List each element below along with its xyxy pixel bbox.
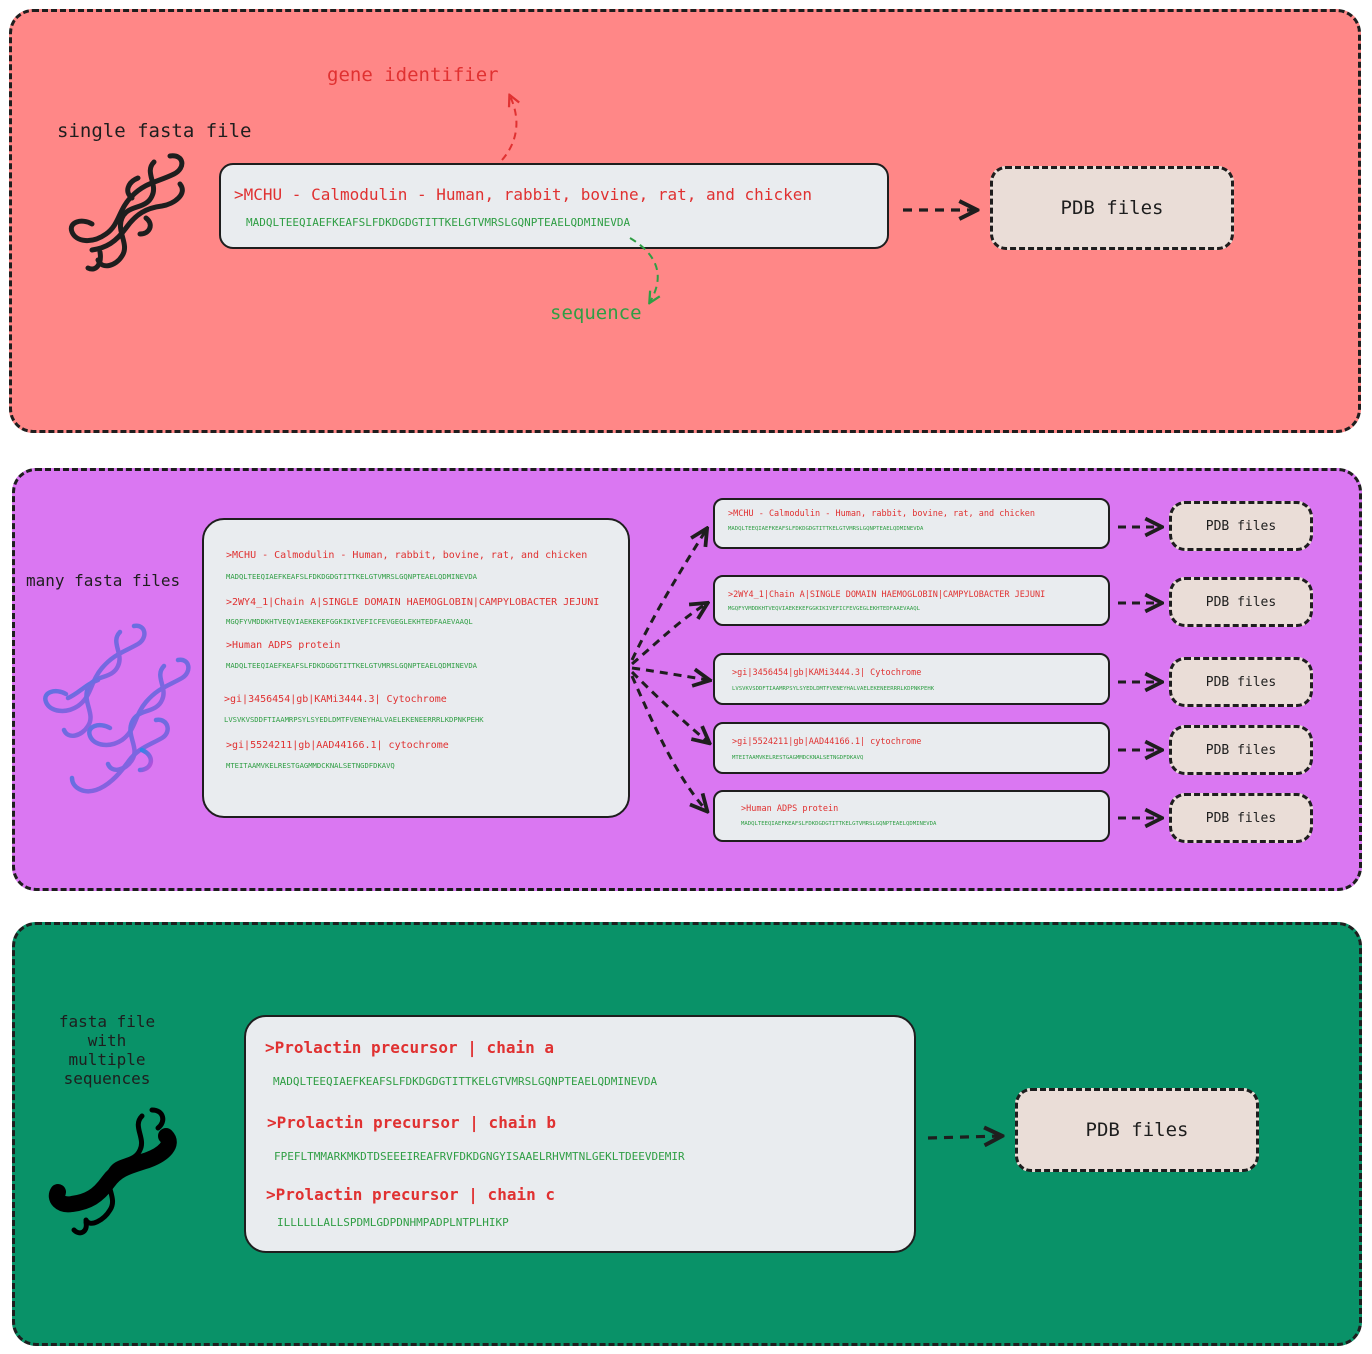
dna-helix-icon	[68, 153, 185, 272]
fasta-sequence: MGQFYVMDDKHTVEQVIAEKEKEFGGKIKIVEFICFEVGE…	[728, 606, 920, 612]
pdb-files-split: PDB files	[1169, 657, 1313, 707]
fasta-header: >gi|5524211|gb|AAD44166.1| cytochrome	[226, 740, 449, 751]
pdb-files-split: PDB files	[1169, 501, 1313, 551]
single-fasta-title: single fasta file	[57, 120, 252, 142]
many-fasta-title: many fasta files	[26, 571, 181, 590]
fasta-header: >MCHU - Calmodulin - Human, rabbit, bovi…	[226, 550, 588, 561]
fasta-header: >Human ADPS protein	[741, 804, 839, 814]
pdb-files-label: PDB files	[1205, 810, 1277, 826]
fasta-header: >gi|3456454|gb|KAMi3444.3| Cytochrome	[732, 668, 922, 678]
fasta-header: >gi|3456454|gb|KAMi3444.3| Cytochrome	[224, 694, 447, 705]
multi-sequence-box: >Prolactin precursor | chain a MADQLTEEQ…	[244, 1015, 916, 1253]
split-fasta-box: >2WY4_1|Chain A|SINGLE DOMAIN HAEMOGLOBI…	[713, 575, 1110, 626]
fasta-header: >MCHU - Calmodulin - Human, rabbit, bovi…	[234, 185, 812, 204]
title-line: multiple sequences	[63, 1050, 151, 1088]
pdb-files-split: PDB files	[1169, 577, 1313, 627]
dna-bold-icon	[48, 1107, 177, 1236]
fasta-header: >MCHU - Calmodulin - Human, rabbit, bovi…	[728, 509, 1036, 519]
sequence-annotation: sequence	[550, 302, 642, 324]
title-line: fasta file	[58, 1012, 156, 1031]
pdb-files-label: PDB files	[1205, 518, 1277, 534]
fasta-header: >2WY4_1|Chain A|SINGLE DOMAIN HAEMOGLOBI…	[728, 590, 1046, 600]
pdb-files-multi: PDB files	[1015, 1088, 1259, 1172]
pdb-files-label: PDB files	[1205, 742, 1277, 758]
fasta-sequence: ILLLLLLALLSPDMLGDPDNHMPADPLNTPLHIKP	[277, 1216, 509, 1229]
pdb-files-label: PDB files	[1060, 197, 1164, 219]
fasta-sequence: MADQLTEEQIAEFKEAFSLFDKDGDGTITTKELGTVMRSL…	[741, 821, 937, 827]
pdb-files-label: PDB files	[1205, 674, 1277, 690]
pdb-files-label: PDB files	[1205, 594, 1277, 610]
fasta-sequence: MTEITAAMVKELRESTGAGMMDCKNALSETNGDFDKAVQ	[732, 755, 864, 761]
fasta-sequence: MADQLTEEQIAEFKEAFSLFDKDGDGTITTKELGTVMRSL…	[273, 1075, 658, 1088]
fasta-header: >Human ADPS protein	[226, 640, 341, 651]
fasta-header: >gi|5524211|gb|AAD44166.1| cytochrome	[732, 737, 922, 747]
fasta-sequence: LVSVKVSDDFTIAAMRPSYLSYEDLDMTFVENEYHALVAE…	[224, 715, 484, 724]
title-line: with	[87, 1031, 127, 1050]
pdb-files-split: PDB files	[1169, 725, 1313, 775]
fasta-sequence: MTEITAAMVKELRESTGAGMMDCKNALSETNGDFDKAVQ	[226, 761, 395, 770]
fasta-sequence: LVSVKVSDDFTIAAMRPSYLSYEDLDMTFVENEYHALVAE…	[732, 686, 935, 692]
split-fasta-box: >Human ADPS protein MADQLTEEQIAEFKEAFSLF…	[713, 790, 1110, 842]
multi-sequence-title: fasta file with multiple sequences	[22, 1012, 192, 1088]
split-fasta-box: >gi|5524211|gb|AAD44166.1| cytochrome MT…	[713, 722, 1110, 774]
split-fasta-box: >gi|3456454|gb|KAMi3444.3| Cytochrome LV…	[713, 653, 1110, 705]
fasta-header: >Prolactin precursor | chain b	[267, 1113, 556, 1132]
gene-identifier-annotation: gene identifier	[327, 64, 499, 86]
fasta-sequence: FPEFLTMMARKMKDTDSEEEIREAFRVFDKDGNGYISAAE…	[274, 1150, 685, 1163]
fasta-sequence: MADQLTEEQIAEFKEAFSLFDKDGDGTITTKELGTVMRSL…	[226, 661, 477, 670]
pdb-files-single: PDB files	[990, 166, 1234, 250]
fasta-header: >Prolactin precursor | chain a	[265, 1038, 554, 1057]
dna-cluster-icon	[43, 623, 191, 794]
single-fasta-box: >MCHU - Calmodulin - Human, rabbit, bovi…	[219, 163, 889, 249]
fasta-sequence: MADQLTEEQIAEFKEAFSLFDKDGDGTITTKELGTVMRSL…	[246, 216, 631, 229]
fasta-sequence: MADQLTEEQIAEFKEAFSLFDKDGDGTITTKELGTVMRSL…	[226, 572, 477, 581]
fasta-header: >2WY4_1|Chain A|SINGLE DOMAIN HAEMOGLOBI…	[226, 597, 600, 608]
many-fasta-box: >MCHU - Calmodulin - Human, rabbit, bovi…	[202, 518, 630, 818]
fasta-sequence: MADQLTEEQIAEFKEAFSLFDKDGDGTITTKELGTVMRSL…	[728, 526, 924, 532]
pdb-files-label: PDB files	[1085, 1119, 1189, 1141]
pdb-files-split: PDB files	[1169, 793, 1313, 843]
fasta-header: >Prolactin precursor | chain c	[266, 1185, 555, 1204]
fasta-sequence: MGQFYVMDDKHTVEQVIAEKEKEFGGKIKIVEFICFEVGE…	[226, 617, 473, 626]
split-fasta-box: >MCHU - Calmodulin - Human, rabbit, bovi…	[713, 498, 1110, 549]
